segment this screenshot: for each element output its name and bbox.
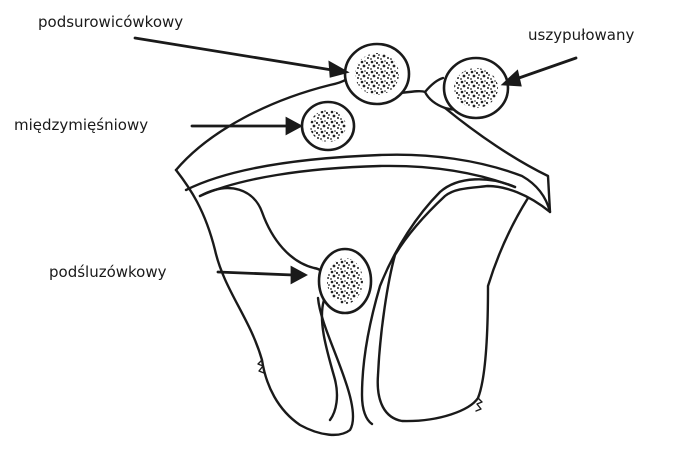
label-subserosal: podsurowicówkowy	[38, 13, 183, 31]
label-submucosal: podśluzówkowy	[49, 263, 167, 281]
label-pedunculated: uszypułowany	[528, 26, 634, 44]
fibroid-stalk	[425, 78, 443, 92]
label-intramural: międzymięśniowy	[14, 116, 148, 134]
arrow-pedunculated	[516, 58, 576, 79]
arrow-subserosal	[135, 38, 332, 70]
arrow-submucosal	[218, 272, 293, 275]
